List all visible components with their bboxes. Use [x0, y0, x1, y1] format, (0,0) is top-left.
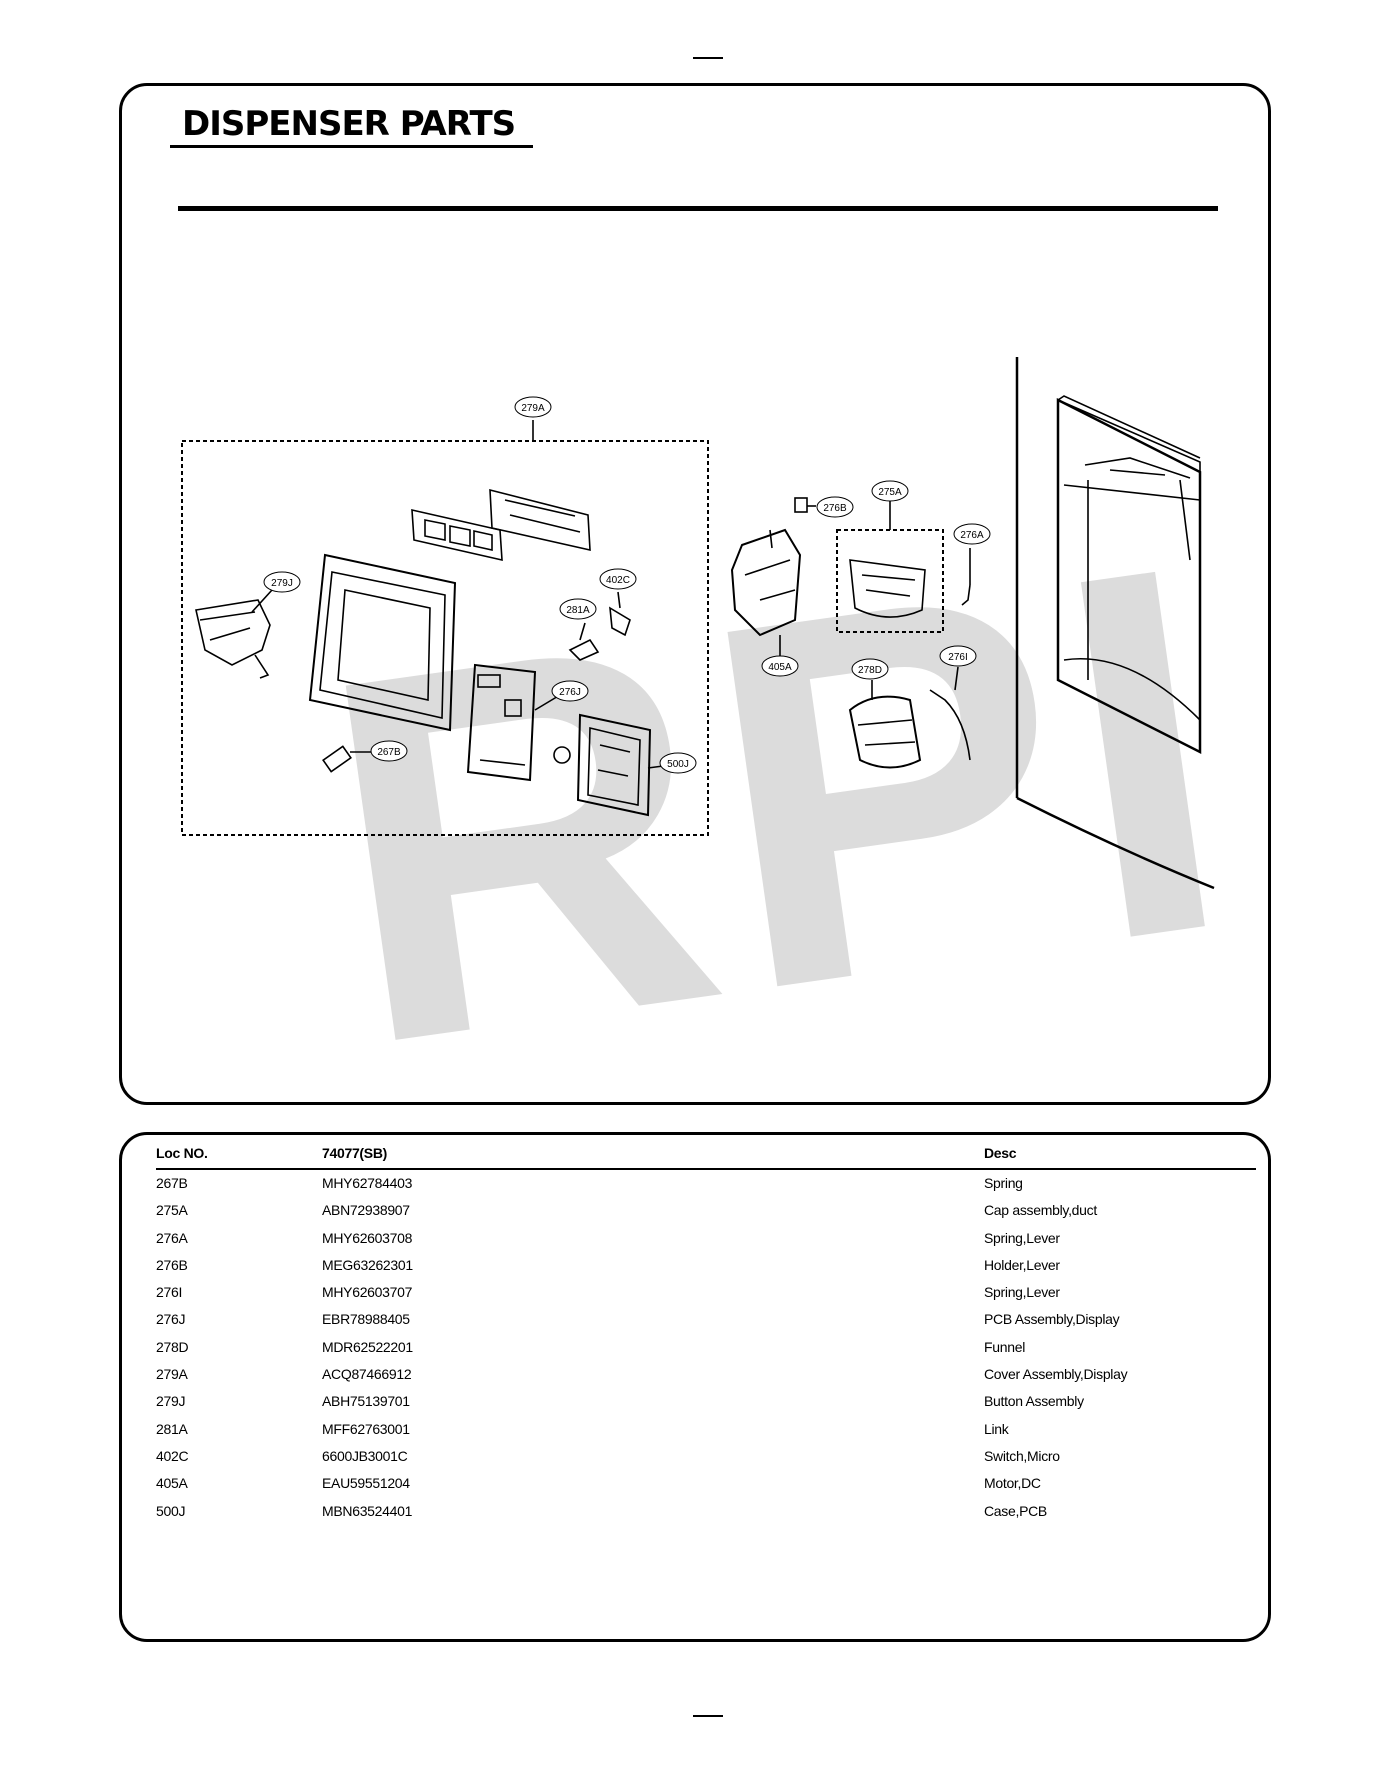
cell-desc: Cap assembly,duct	[984, 1202, 1097, 1219]
cell-desc: Case,PCB	[984, 1502, 1047, 1519]
exploded-diagram: RPI	[181, 357, 1265, 1155]
callout-276J: 276J	[551, 680, 589, 702]
callout-402C: 402C	[599, 568, 637, 590]
table-row: 405A EAU59551204 Motor,DC	[156, 1470, 1256, 1497]
table-row: 279A ACQ87466912 Cover Assembly,Display	[156, 1361, 1256, 1388]
cell-desc: Button Assembly	[984, 1393, 1084, 1410]
callout-label: 278D	[858, 665, 882, 676]
callout-281A: 281A	[559, 598, 597, 620]
cell-loc: 276A	[156, 1229, 188, 1246]
table-row: 276J EBR78988405 PCB Assembly,Display	[156, 1306, 1256, 1333]
cell-loc: 276I	[156, 1284, 183, 1301]
cell-loc: 276J	[156, 1311, 186, 1328]
cell-desc: Funnel	[984, 1338, 1026, 1355]
callout-label: 281A	[566, 605, 590, 616]
cell-part: MEG63262301	[322, 1256, 413, 1273]
callout-label: 276J	[559, 687, 581, 698]
cell-loc: 275A	[156, 1202, 188, 1219]
cell-desc: Link	[984, 1420, 1009, 1437]
table-row: 267B MHY62784403 Spring	[156, 1170, 1256, 1197]
cell-desc: Spring,Lever	[984, 1284, 1060, 1301]
parts-drawing: 279A 279J 281A 402C 276J 267B 500J 276B …	[181, 357, 1215, 890]
callout-276A: 276A	[953, 523, 991, 545]
cell-loc: 279A	[156, 1366, 188, 1383]
cell-loc: 278D	[156, 1338, 189, 1355]
cell-loc: 276B	[156, 1256, 188, 1273]
callout-label: 279J	[271, 578, 293, 589]
table-row: 276B MEG63262301 Holder,Lever	[156, 1252, 1256, 1279]
callout-label: 276A	[960, 530, 984, 541]
table-row: 275A ABN72938907 Cap assembly,duct	[156, 1197, 1256, 1224]
cell-desc: Cover Assembly,Display	[984, 1366, 1128, 1383]
table-row: 278D MDR62522201 Funnel	[156, 1334, 1256, 1361]
callout-label: 267B	[377, 747, 401, 758]
cell-part: MHY62784403	[322, 1175, 413, 1191]
cell-loc: 402C	[156, 1447, 189, 1464]
table-row: 402C 6600JB3001C Switch,Micro	[156, 1443, 1256, 1470]
callout-label: 405A	[768, 662, 792, 673]
table-row: 276A MHY62603708 Spring,Lever	[156, 1225, 1256, 1252]
cell-desc: Motor,DC	[984, 1475, 1041, 1492]
cell-part: 6600JB3001C	[322, 1447, 408, 1464]
cell-part: MFF62763001	[322, 1420, 410, 1437]
cell-loc: 279J	[156, 1393, 186, 1410]
diagram-panel	[119, 83, 1271, 1105]
callout-500J: 500J	[659, 752, 697, 774]
callout-label: 275A	[878, 487, 902, 498]
table-row: 279J ABH75139701 Button Assembly	[156, 1388, 1256, 1415]
cell-part: ACQ87466912	[322, 1366, 412, 1383]
callout-label: 276B	[823, 503, 847, 514]
page-bottom-mark	[693, 1715, 723, 1717]
header-desc: Desc	[984, 1145, 1017, 1161]
cell-part: ABN72938907	[322, 1202, 410, 1219]
table-row: 276I MHY62603707 Spring,Lever	[156, 1279, 1256, 1306]
callout-405A: 405A	[761, 655, 799, 677]
parts-table-panel	[119, 1132, 1271, 1642]
title-underline	[170, 145, 533, 148]
callout-275A: 275A	[871, 480, 909, 502]
callout-label: 276I	[948, 652, 967, 663]
table-row: 500J MBN63524401 Case,PCB	[156, 1498, 1256, 1525]
table-header: Loc NO. 74077(SB) Desc	[156, 1141, 1256, 1170]
cell-part: ABH75139701	[322, 1393, 410, 1410]
callout-279J: 279J	[263, 571, 301, 593]
cell-desc: Switch,Micro	[984, 1447, 1060, 1464]
callout-278D: 278D	[851, 658, 889, 680]
cell-part: MBN63524401	[322, 1502, 413, 1519]
page-top-mark	[693, 57, 723, 59]
callout-label: 402C	[606, 575, 630, 586]
cell-loc: 405A	[156, 1475, 188, 1492]
page-title: DISPENSER PARTS	[182, 104, 516, 144]
cell-desc: Spring,Lever	[984, 1229, 1060, 1246]
callout-label: 279A	[521, 403, 545, 414]
callout-label: 500J	[667, 759, 689, 770]
header-loc: Loc NO.	[156, 1145, 208, 1161]
cell-part: MHY62603707	[322, 1284, 413, 1301]
callout-267B: 267B	[370, 740, 408, 762]
cell-desc: Holder,Lever	[984, 1256, 1060, 1273]
section-rule	[178, 206, 1218, 211]
callout-276B: 276B	[816, 496, 854, 518]
cell-part: EAU59551204	[322, 1475, 410, 1492]
callout-276I: 276I	[939, 645, 977, 667]
cell-loc: 281A	[156, 1420, 188, 1437]
cell-desc: PCB Assembly,Display	[984, 1311, 1120, 1328]
cell-part: MHY62603708	[322, 1229, 413, 1246]
table-row: 281A MFF62763001 Link	[156, 1416, 1256, 1443]
header-model: 74077(SB)	[322, 1145, 388, 1161]
cell-part: MDR62522201	[322, 1338, 413, 1355]
cell-loc: 500J	[156, 1502, 186, 1519]
cell-part: EBR78988405	[322, 1311, 410, 1328]
cell-desc: Spring	[984, 1175, 1023, 1191]
callout-279A: 279A	[514, 396, 552, 418]
cell-loc: 267B	[156, 1175, 188, 1191]
